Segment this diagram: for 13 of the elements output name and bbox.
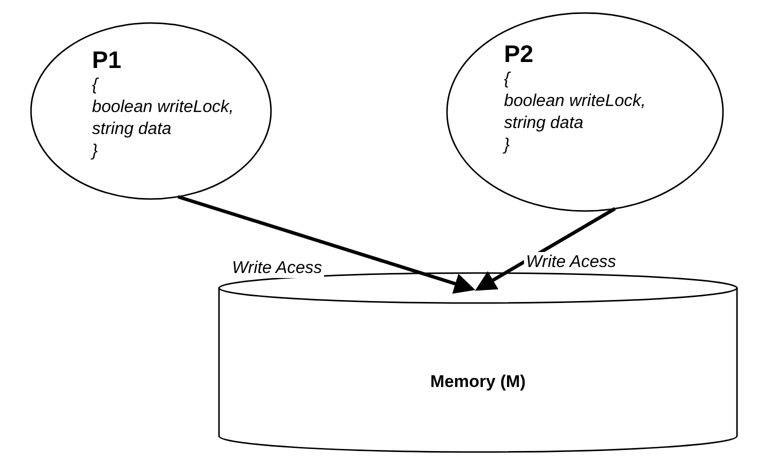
code-line: { <box>504 68 510 90</box>
code-line: { <box>92 74 98 96</box>
code-line: } <box>504 134 510 156</box>
code-line: boolean writeLock, <box>504 90 646 112</box>
process-name: P1 <box>92 48 122 74</box>
code-line: } <box>92 140 98 162</box>
process-name: P2 <box>504 42 534 68</box>
code-line: string data <box>504 112 584 134</box>
storage-label: Memory (M) <box>430 372 526 392</box>
arrow <box>474 207 616 291</box>
code-line: boolean writeLock, <box>92 96 234 118</box>
arrow <box>177 195 476 294</box>
code-line: string data <box>92 118 172 140</box>
